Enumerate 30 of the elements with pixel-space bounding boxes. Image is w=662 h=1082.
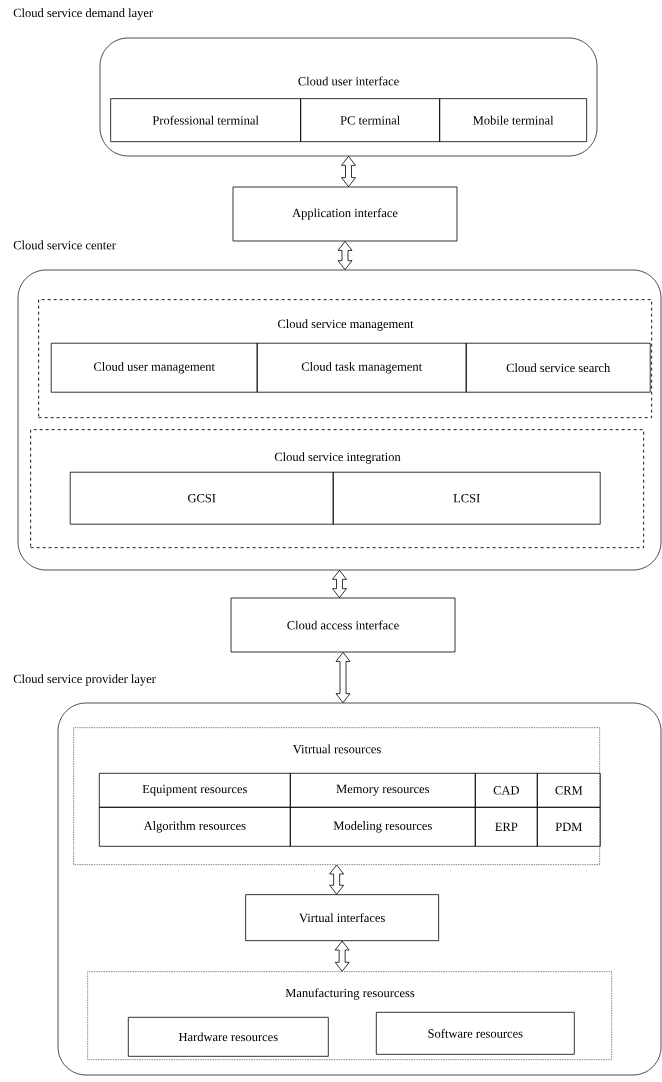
node-label: Cloud service provider layer [13, 674, 156, 686]
node-label: Cloud service demand layer [13, 8, 153, 20]
component-box: Cloud access interface [230, 597, 456, 653]
component-box: CRM [536, 772, 601, 808]
node-label: Cloud service center [13, 240, 116, 250]
double-arrow [329, 864, 345, 895]
component-box: Cloud task management [256, 342, 467, 393]
component-box: Professional terminal [110, 98, 302, 143]
component-box: Virtual interfaces [245, 894, 440, 942]
component-box: Software resources [375, 1011, 575, 1055]
double-arrow [332, 569, 347, 598]
component-box: Equipment resources [98, 772, 291, 808]
component-box: PDM [536, 806, 601, 847]
component-box: ERP [474, 806, 538, 847]
component-box: Application interface [232, 186, 458, 242]
component-box: Modeling resources [289, 806, 476, 847]
double-arrow [334, 940, 350, 972]
component-box: CAD [474, 772, 538, 808]
double-arrow [341, 155, 356, 187]
component-box: GCSI [69, 471, 334, 525]
component-box: Algorithm resources [98, 806, 291, 847]
double-arrow [335, 652, 351, 704]
component-box: PC terminal [300, 98, 441, 143]
double-arrow [337, 241, 353, 271]
component-box: Mobile terminal [439, 98, 588, 143]
component-box: Memory resources [289, 772, 476, 808]
component-box: LCSI [332, 471, 601, 525]
component-box: Cloud service search [465, 342, 651, 393]
component-box: Cloud user management [50, 342, 258, 393]
component-box: Hardware resources [127, 1016, 329, 1057]
